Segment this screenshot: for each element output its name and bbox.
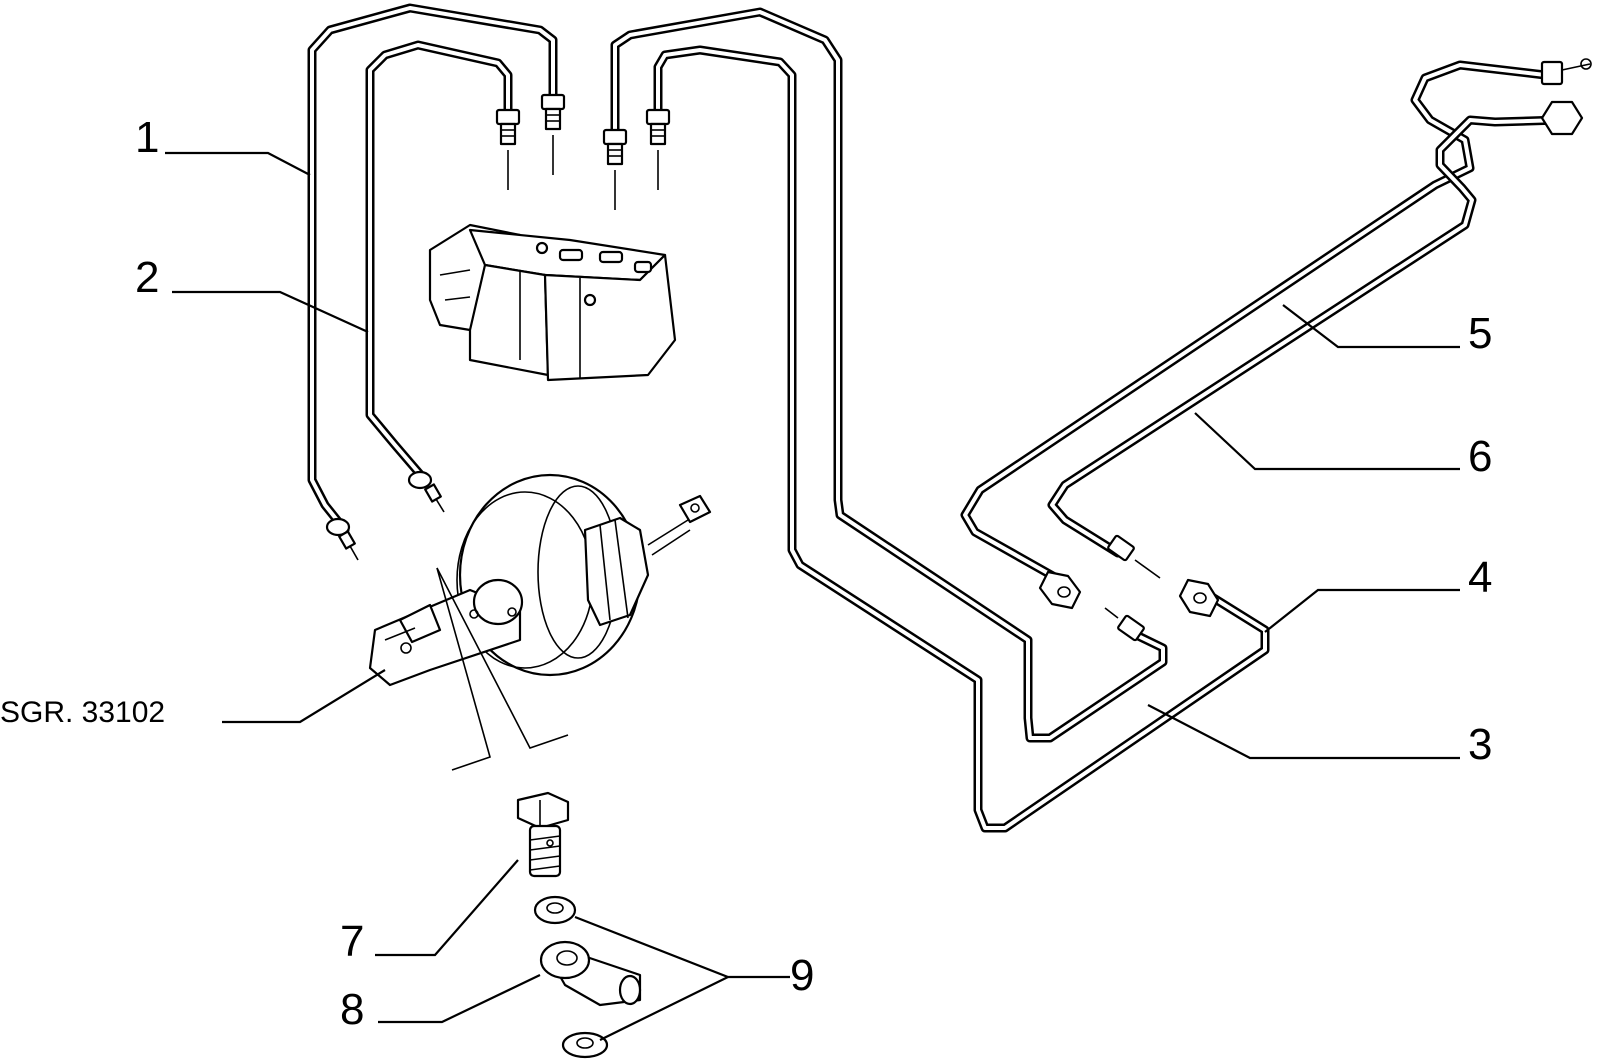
leader-line-1 [165, 151, 311, 176]
leader-line-3 [1147, 704, 1460, 760]
leader-line-5 [1282, 304, 1460, 349]
sealing-washer [561, 1031, 609, 1059]
callout-number-5: 5 [1468, 309, 1492, 358]
leader-line-ref [222, 669, 386, 724]
pipe-end-fitting [1107, 534, 1161, 579]
brake-pipe-2 [365, 40, 513, 485]
leader-line-2 [172, 290, 369, 334]
pipe-nut [1178, 578, 1220, 618]
banjo-union [539, 940, 642, 1007]
leader-line-6 [1194, 412, 1460, 471]
pipe-end-fitting [1104, 607, 1145, 642]
brake-pipe-3 [610, 7, 1168, 743]
callout-number-3: 3 [1468, 720, 1492, 769]
banjo-bolt [516, 791, 570, 878]
brake-pipe-5 [960, 60, 1550, 585]
leader-line-4 [1264, 588, 1460, 633]
reference-label: SGR. 33102 [0, 696, 165, 729]
pipe-end-fitting [645, 108, 671, 190]
exploded-view-guide [436, 567, 569, 771]
pipe-end-fitting [602, 128, 628, 210]
callout-number-8: 8 [340, 985, 364, 1034]
pipe-end-fitting [325, 517, 359, 561]
brake-pipe-4 [653, 45, 1270, 833]
pipe-end-fitting [407, 470, 445, 513]
pipe-nut [1038, 570, 1082, 610]
callout-number-2: 2 [135, 253, 159, 302]
callout-number-7: 7 [340, 917, 364, 966]
abs-hydraulic-unit [428, 223, 677, 382]
callout-number-1: 1 [135, 113, 159, 162]
leader-line-7 [375, 859, 519, 957]
pipe-end-fitting [540, 93, 566, 175]
master-cylinder [368, 578, 524, 687]
pipe-nut [1540, 100, 1584, 136]
pipe-end-fitting [495, 108, 521, 190]
callout-number-4: 4 [1468, 553, 1492, 602]
callout-number-9: 9 [790, 951, 814, 1000]
leader-line-8 [378, 974, 541, 1024]
brake-pipe-1 [307, 3, 558, 535]
brake-pipe-6 [1047, 115, 1565, 558]
pipe-end-fitting [1540, 58, 1592, 86]
callout-number-6: 6 [1468, 432, 1492, 481]
sealing-washer [533, 895, 577, 925]
leader-line-9b [599, 976, 729, 1041]
